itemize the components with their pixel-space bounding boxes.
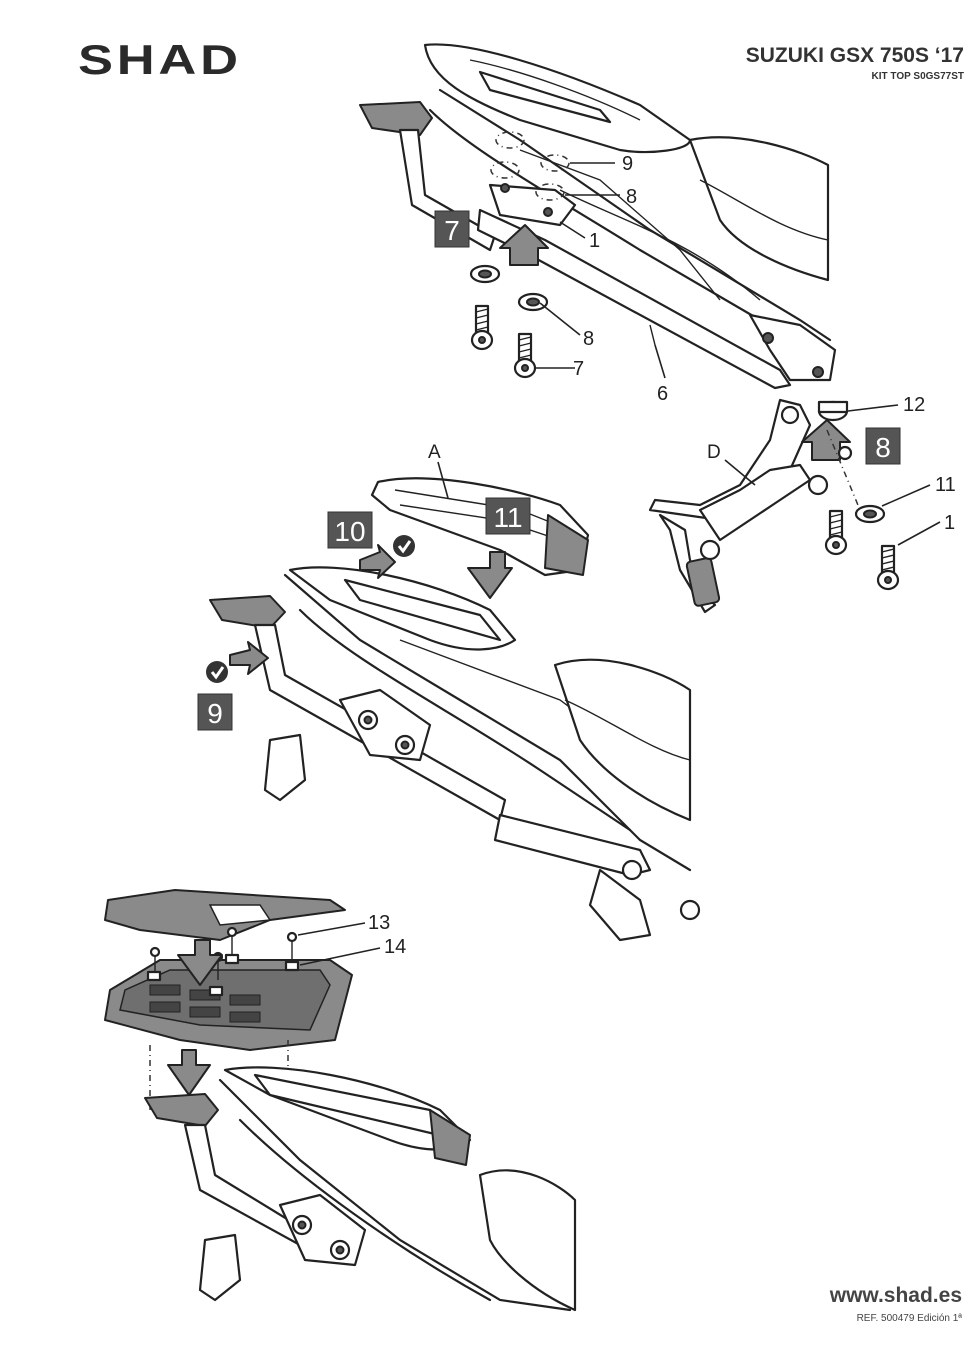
section-cover-fitting — [204, 461, 701, 942]
callout-partial: 1 — [944, 512, 955, 534]
svg-text:7: 7 — [444, 215, 460, 246]
section-plate-mounting — [104, 889, 577, 1312]
step-11-badge: 11 — [485, 497, 531, 535]
callout-11: 11 — [935, 474, 956, 496]
website: www.shad.es — [829, 1284, 962, 1307]
callout-1: 1 — [589, 230, 600, 252]
callout-13: 13 — [368, 912, 390, 934]
callout-9: 9 — [622, 153, 633, 175]
svg-text:11: 11 — [493, 502, 522, 533]
section-rear-rack-fixing — [359, 43, 941, 614]
svg-text:8: 8 — [875, 432, 891, 463]
step-7-badge: 7 — [434, 210, 470, 248]
model-title: SUZUKI GSX 750S ‘17 — [745, 44, 964, 67]
callout-8-top: 8 — [626, 186, 637, 208]
callout-12: 12 — [903, 394, 925, 416]
callout-8-bottom: 8 — [583, 328, 594, 350]
reference-code: REF. 500479 Edición 1ª — [856, 1313, 962, 1324]
callout-6: 6 — [657, 383, 668, 405]
callout-7: 7 — [573, 358, 584, 380]
label-a: A — [428, 442, 441, 463]
kit-code: KIT TOP S0GS77ST — [871, 71, 964, 82]
label-d: D — [707, 442, 721, 463]
step-8-badge: 8 — [865, 427, 901, 465]
svg-text:9: 9 — [207, 698, 223, 729]
step-10-badge: 10 — [327, 511, 373, 549]
callout-14: 14 — [384, 936, 406, 958]
step-9-badge: 9 — [197, 693, 233, 731]
brand-logo: SHAD — [78, 36, 242, 83]
svg-text:10: 10 — [334, 516, 365, 547]
